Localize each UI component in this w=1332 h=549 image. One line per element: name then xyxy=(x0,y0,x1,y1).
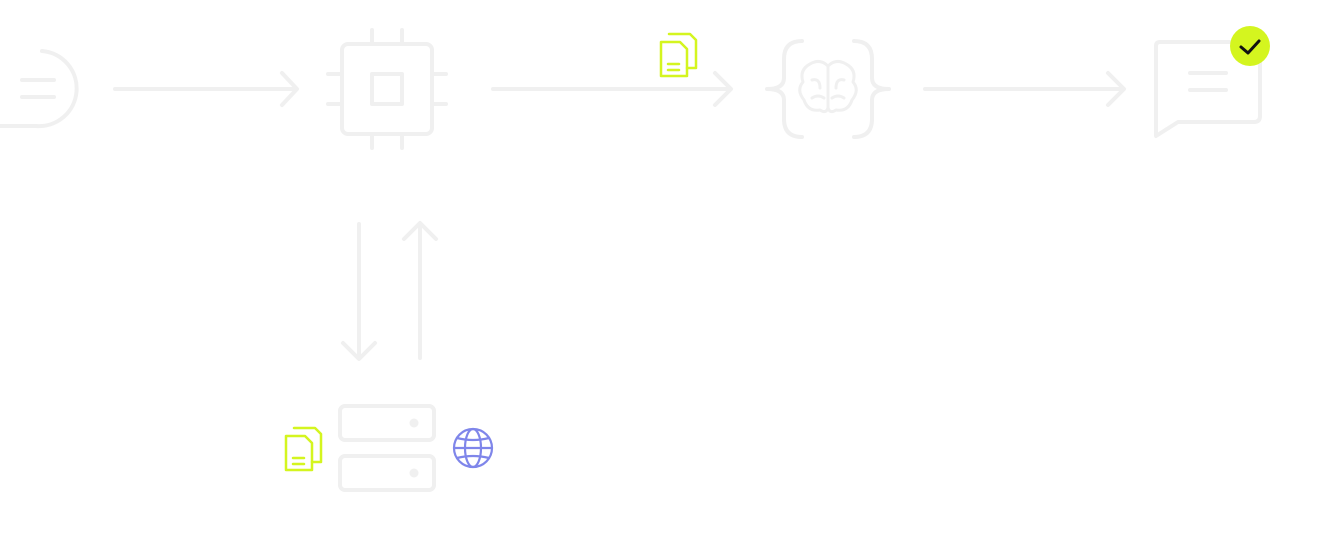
arrow-processor-to-storage xyxy=(341,222,377,361)
documents-icon xyxy=(659,32,698,78)
documents-icon xyxy=(284,426,323,472)
arrow-processor-to-model xyxy=(491,71,733,107)
arrow-model-to-output xyxy=(923,71,1126,107)
server-icon xyxy=(338,404,436,492)
brain-icon xyxy=(798,59,858,114)
arrow-input-to-processor xyxy=(113,71,299,107)
check-circle-icon xyxy=(1230,26,1270,66)
message-circle-icon xyxy=(0,49,79,129)
arrow-storage-to-processor xyxy=(402,221,438,360)
globe-icon xyxy=(452,427,494,469)
cpu-chip-icon xyxy=(326,28,448,150)
brain-braces-icon xyxy=(765,39,891,139)
